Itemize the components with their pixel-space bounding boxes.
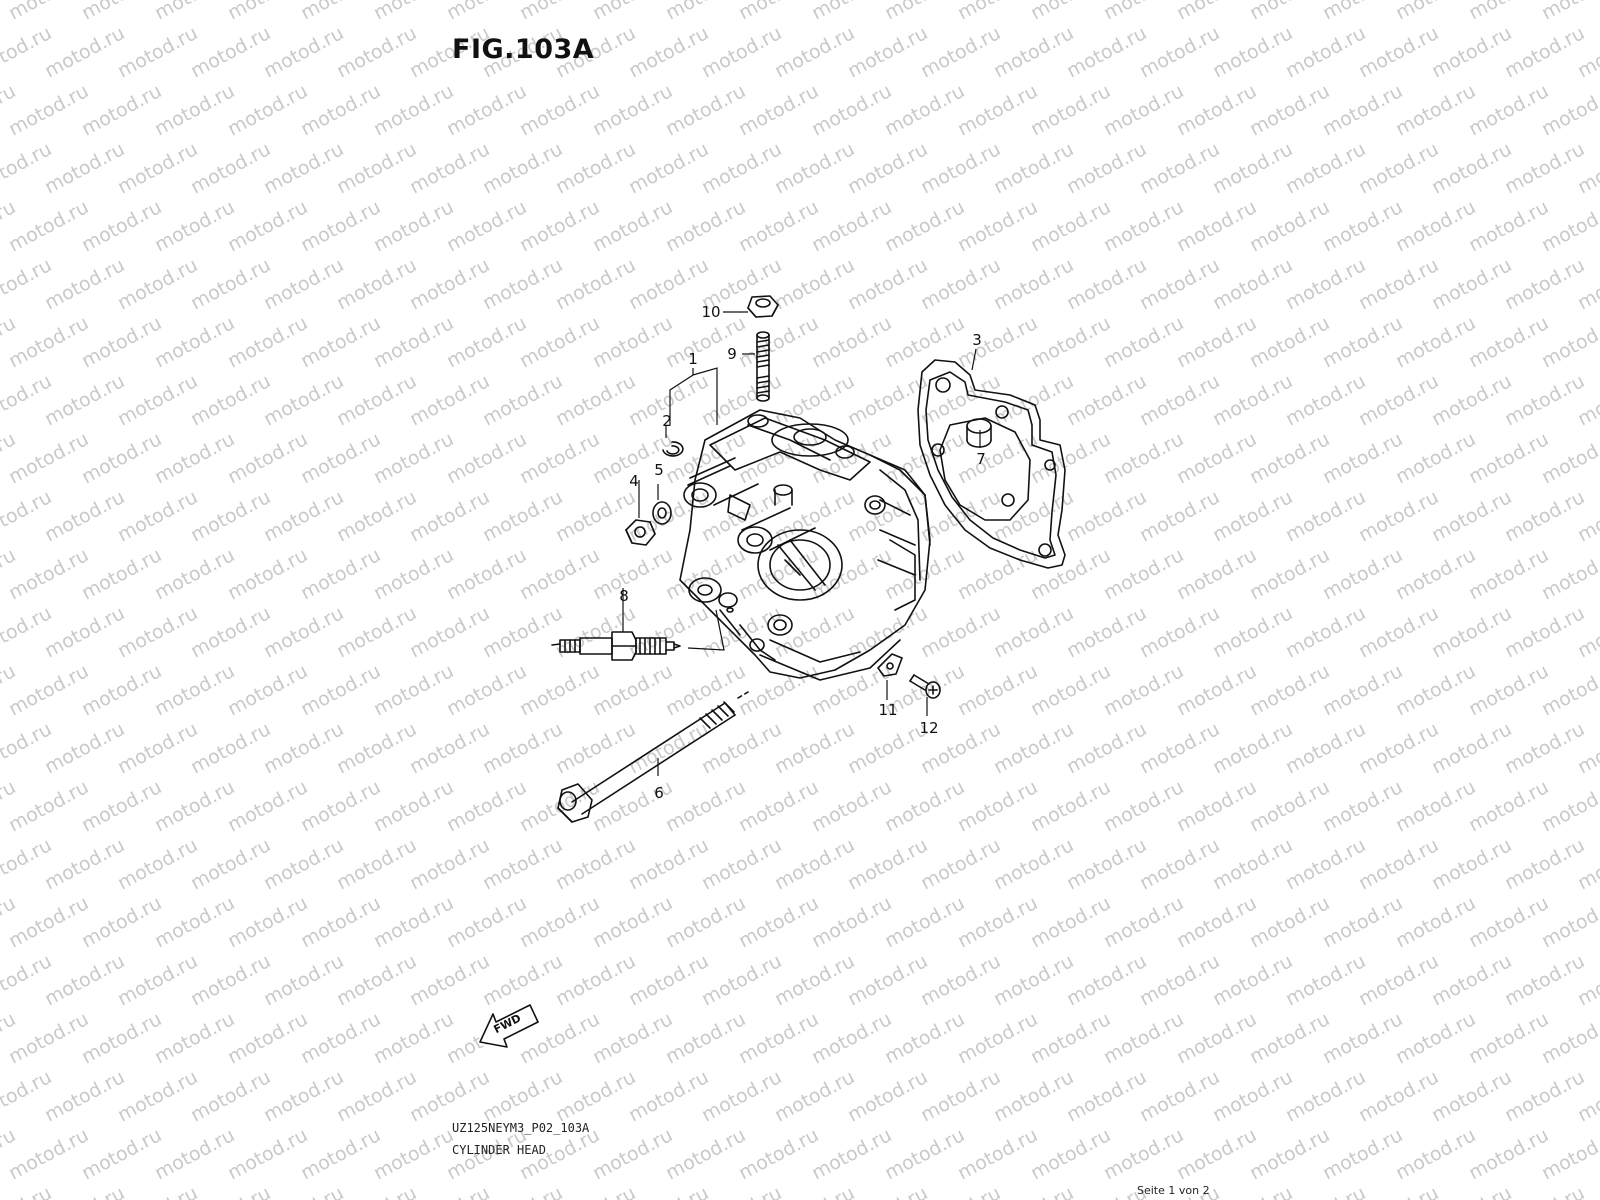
screw-12-shape — [909, 674, 941, 699]
cylinder-head-shape — [679, 409, 931, 681]
stud-9-shape — [756, 331, 770, 402]
callout-9: 9 — [727, 345, 737, 363]
figure-title: FIG.103A — [452, 34, 595, 65]
callout-10: 10 — [701, 303, 720, 321]
callout-7: 7 — [976, 450, 986, 468]
spark-plug-8-shape — [551, 631, 681, 661]
gasket-shape — [917, 359, 1066, 569]
figure-name: CYLINDER HEAD — [452, 1143, 546, 1157]
callout-5: 5 — [654, 461, 664, 479]
callouts: 10 9 1 2 3 7 4 5 8 6 11 12 FWD — [492, 303, 986, 1036]
nut-10-shape — [747, 295, 779, 318]
callout-6: 6 — [654, 784, 664, 802]
callout-1: 1 — [688, 350, 698, 368]
washer-5-shape — [652, 501, 672, 525]
leader-lines — [622, 311, 981, 776]
dowel-ring-2-shape — [662, 441, 684, 457]
bolt-6-shape — [557, 691, 749, 823]
fwd-arrow-icon — [479, 1004, 539, 1048]
callout-3: 3 — [972, 331, 982, 349]
callout-12: 12 — [919, 719, 938, 737]
figure-code: UZ125NEYM3_P02_103A — [452, 1121, 590, 1135]
page-info: Seite 1 von 2 — [1137, 1184, 1210, 1197]
nut-4-shape — [625, 519, 656, 546]
plate-11-shape — [877, 653, 903, 677]
callout-11: 11 — [878, 701, 897, 719]
callout-4: 4 — [629, 472, 639, 490]
callout-8: 8 — [619, 587, 629, 605]
callout-2: 2 — [662, 412, 672, 430]
